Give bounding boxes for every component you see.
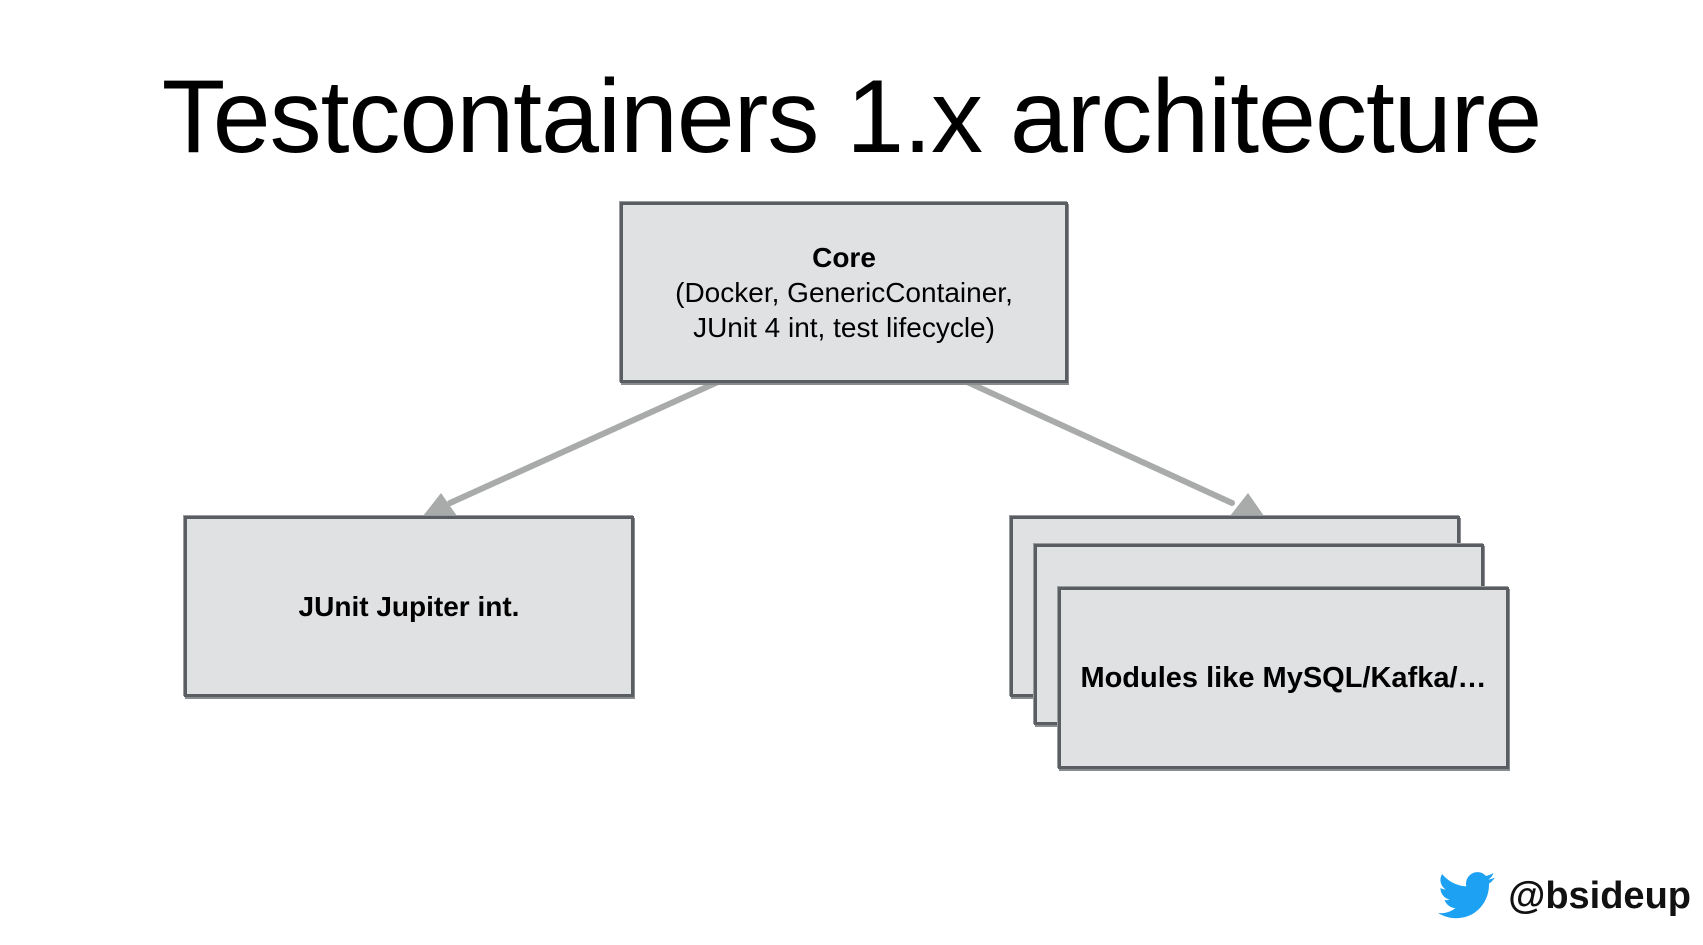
- core-node: Core (Docker, GenericContainer, JUnit 4 …: [620, 202, 1068, 383]
- edge-core-to-modules: [962, 378, 1264, 516]
- arrowhead-modules: [1230, 493, 1264, 516]
- twitter-bird-icon: [1438, 872, 1496, 919]
- twitter-handle: @bsideup: [1438, 871, 1691, 921]
- junit-node-title: JUnit Jupiter int.: [298, 591, 520, 622]
- arrowhead-junit: [423, 493, 457, 516]
- core-node-line1: (Docker, GenericContainer,: [675, 277, 1013, 308]
- twitter-handle-text: @bsideup: [1508, 874, 1691, 917]
- core-node-line2: JUnit 4 int, test lifecycle): [693, 312, 995, 343]
- modules-node: Modules like MySQL/Kafka/…: [1058, 587, 1509, 769]
- modules-node-title: Modules like MySQL/Kafka/…: [1080, 661, 1487, 694]
- edge-core-to-junit: [423, 378, 723, 516]
- junit-node: JUnit Jupiter int.: [184, 516, 634, 697]
- core-node-title: Core: [812, 242, 876, 273]
- slide-title: Testcontainers 1.x architecture: [161, 59, 1542, 175]
